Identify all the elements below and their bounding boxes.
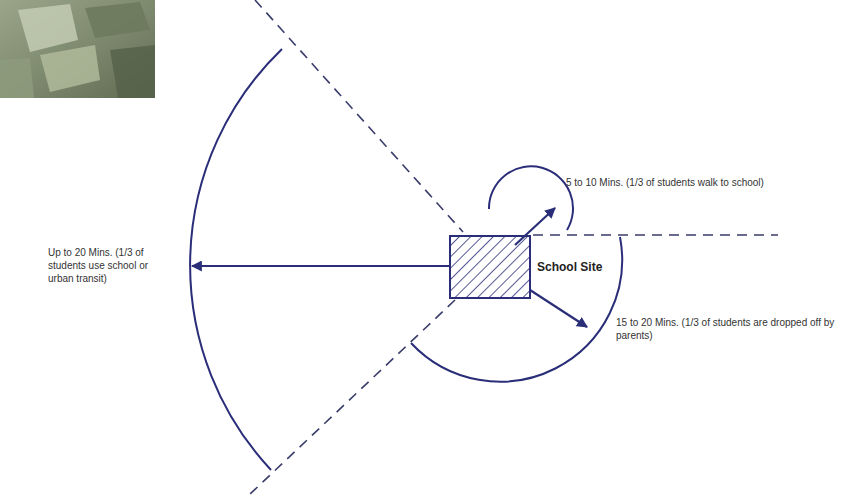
sector-boundary [248, 0, 778, 496]
photo-fragment [0, 0, 155, 98]
hatched-site [449, 235, 531, 299]
radius-arrow [192, 208, 587, 327]
walk-note: 5 to 10 Mins. (1/3 of students walk to s… [566, 176, 846, 189]
site-label: School Site [537, 260, 602, 274]
school-site-box: School Site [449, 235, 531, 299]
drop-off-note: 15 to 20 Mins. (1/3 of students are drop… [616, 316, 846, 342]
travel-arc [190, 49, 622, 470]
transit-note: Up to 20 Mins. (1/3 of students use scho… [48, 246, 160, 285]
